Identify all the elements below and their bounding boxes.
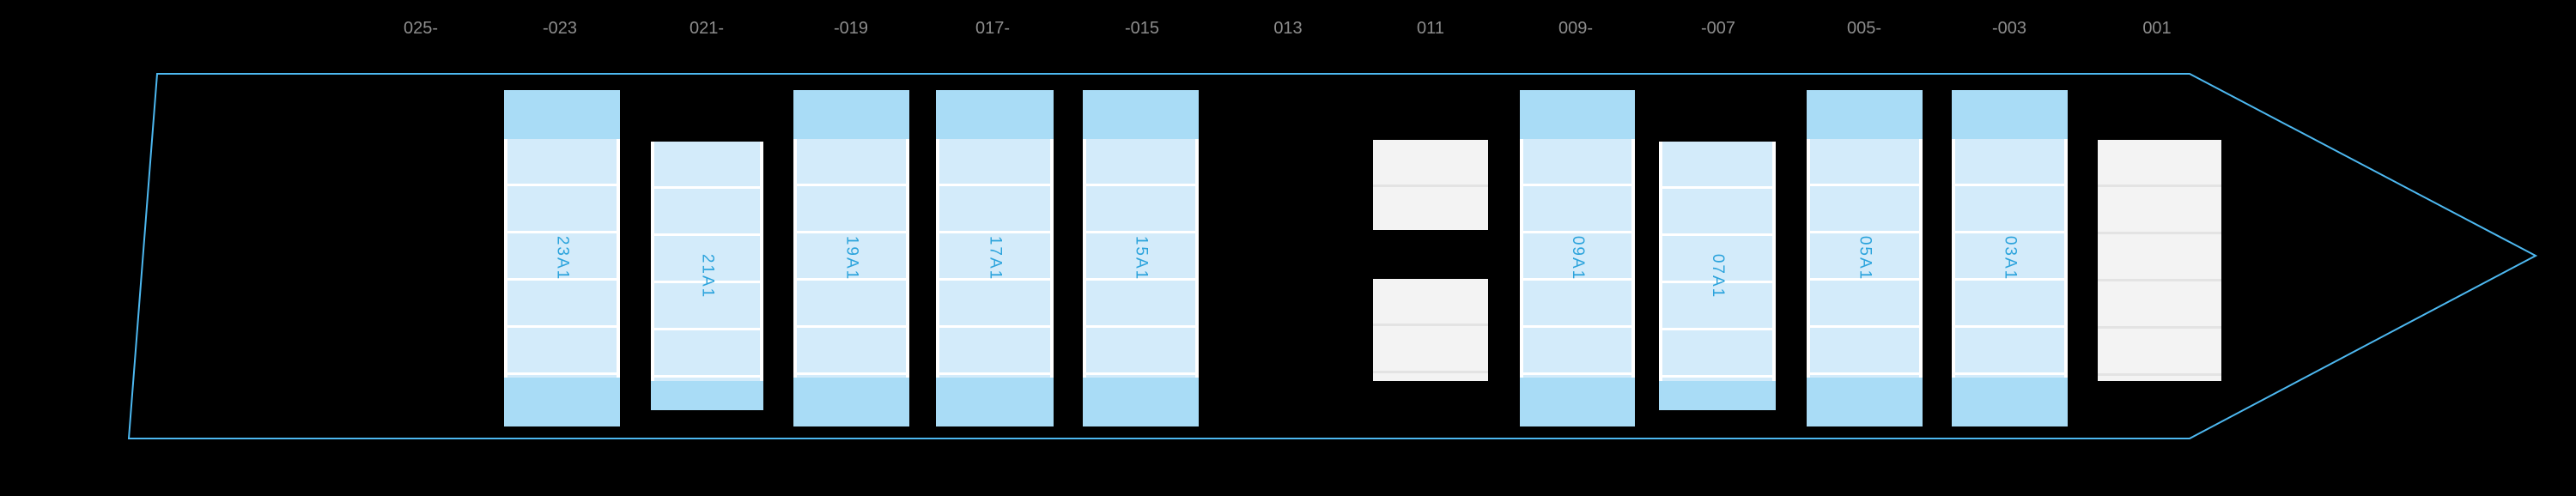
- bay-row-stripes: [1520, 139, 1635, 378]
- bay-block-07a1[interactable]: 07A1: [1659, 142, 1776, 410]
- bay-number-label: 025-: [403, 19, 439, 38]
- empty-bay-block[interactable]: [1373, 140, 1488, 230]
- hatch-cover-top: [1807, 90, 1923, 139]
- hatch-cover-bottom: [1807, 378, 1923, 426]
- bay-label: 23A1: [553, 235, 572, 281]
- bay-block-23a1[interactable]: 23A1: [504, 90, 620, 426]
- bay-number-label: 021-: [689, 19, 725, 38]
- bay-number-label: 009-: [1558, 19, 1594, 38]
- bay-number-label: -023: [542, 19, 578, 38]
- bay-row-stripes: [1807, 139, 1923, 378]
- bay-block-19a1[interactable]: 19A1: [793, 90, 909, 426]
- bay-block-21a1[interactable]: 21A1: [651, 142, 763, 410]
- bay-number-label: -015: [1124, 19, 1160, 38]
- bay-label: 19A1: [842, 235, 861, 281]
- hatch-cover-top: [1520, 90, 1635, 139]
- hatch-cover-bottom: [504, 378, 620, 426]
- bay-label: 17A1: [986, 235, 1005, 281]
- empty-bay-block[interactable]: [2098, 140, 2221, 381]
- bay-block-03a1[interactable]: 03A1: [1952, 90, 2068, 426]
- bay-block-15a1[interactable]: 15A1: [1083, 90, 1199, 426]
- bay-label: 07A1: [1709, 253, 1727, 299]
- bay-row-stripes: [504, 139, 620, 378]
- hatch-cover-bottom: [1952, 378, 2068, 426]
- bay-row-stripes: [1952, 139, 2068, 378]
- hatch-cover-top: [793, 90, 909, 139]
- bay-label: 05A1: [1856, 235, 1874, 281]
- bay-label: 15A1: [1132, 235, 1151, 281]
- bay-number-label: -007: [1700, 19, 1736, 38]
- bay-block-05a1[interactable]: 05A1: [1807, 90, 1923, 426]
- hatch-cover-top: [1952, 90, 2068, 139]
- hatch-cover-bottom: [651, 381, 763, 410]
- hatch-cover-bottom: [1520, 378, 1635, 426]
- bay-block-17a1[interactable]: 17A1: [936, 90, 1054, 426]
- bay-row-stripes: [1083, 139, 1199, 378]
- hatch-cover-top: [1083, 90, 1199, 139]
- hatch-cover-top: [936, 90, 1054, 139]
- hatch-cover-top: [504, 90, 620, 139]
- bay-number-label: 013: [1273, 19, 1303, 38]
- bay-row-stripes: [793, 139, 909, 378]
- hull-polygon: [127, 73, 2538, 439]
- bay-block-09a1[interactable]: 09A1: [1520, 90, 1635, 426]
- bay-number-label: -019: [833, 19, 869, 38]
- bay-row-stripes: [651, 142, 763, 381]
- bay-number-label: 017-: [975, 19, 1011, 38]
- bay-row-stripes: [1659, 142, 1776, 381]
- bay-number-label: -003: [1991, 19, 2027, 38]
- bay-label: 03A1: [2001, 235, 2020, 281]
- hatch-cover-bottom: [1659, 381, 1776, 410]
- bay-label: 09A1: [1569, 235, 1587, 281]
- hatch-cover-bottom: [793, 378, 909, 426]
- empty-bay-block[interactable]: [1373, 279, 1488, 381]
- bay-number-label: 001: [2142, 19, 2172, 38]
- bay-label: 21A1: [698, 253, 717, 299]
- bay-number-label: 011: [1417, 19, 1444, 38]
- hatch-cover-bottom: [1083, 378, 1199, 426]
- bay-number-label: 005-: [1846, 19, 1882, 38]
- bay-row-stripes: [936, 139, 1054, 378]
- hatch-cover-bottom: [936, 378, 1054, 426]
